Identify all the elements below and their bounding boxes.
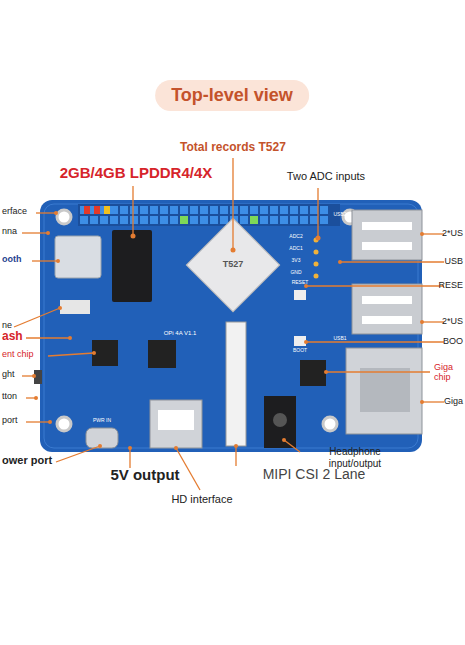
chip xyxy=(148,340,176,368)
connector xyxy=(60,300,90,314)
callout-label: ent chip xyxy=(2,349,34,359)
reset-button xyxy=(294,290,306,300)
usb-port xyxy=(352,210,422,260)
usb-port xyxy=(352,284,422,334)
callout-label: Giga xyxy=(444,396,463,406)
silkscreen-label: 3V3 xyxy=(292,258,301,264)
silkscreen-label: ADC1 xyxy=(289,246,302,252)
silkscreen-label: PWR IN xyxy=(93,418,111,424)
ethernet-port xyxy=(346,348,422,434)
usbc-port xyxy=(86,428,118,448)
callout-label: 2*US xyxy=(442,316,463,326)
gpio-header xyxy=(78,204,340,226)
callout-label: ght xyxy=(2,369,15,379)
callout-label: MIPI CSI 2 Lane xyxy=(263,466,366,482)
csi-connector xyxy=(226,322,246,446)
silkscreen-label: OPi 4A V1.1 xyxy=(164,330,197,337)
callout-label: 2*US xyxy=(442,228,463,238)
callout-label: USB xyxy=(444,256,463,266)
pcb xyxy=(40,200,422,452)
callout-label: tton xyxy=(2,391,17,401)
callout-label: HD interface xyxy=(171,493,232,506)
leader-lines xyxy=(14,158,444,490)
adc-header xyxy=(314,238,319,279)
callout-label: Giga chip xyxy=(434,362,462,383)
callout-label: ash xyxy=(2,330,23,344)
silkscreen-label: BOOT xyxy=(293,348,307,354)
callout-label: ooth xyxy=(2,254,22,264)
callout-label: BOO xyxy=(443,336,463,346)
callout-label: 2GB/4GB LPDDR4/4X xyxy=(60,164,213,181)
title: Top-level view xyxy=(155,80,309,111)
callout-label: port xyxy=(2,415,18,425)
ethernet-chip xyxy=(300,360,326,386)
callout-label: nna xyxy=(2,226,17,236)
wifi-module xyxy=(55,236,101,278)
callout-label: ower port xyxy=(2,454,52,467)
silkscreen-label: T527 xyxy=(223,259,244,269)
callout-label: RESE xyxy=(438,280,463,290)
silkscreen-label: USB2 xyxy=(333,212,346,218)
callout-label: erface xyxy=(2,206,27,216)
callout-label: Two ADC inputs xyxy=(287,170,365,183)
hdmi-port xyxy=(150,400,202,448)
callout-label: Total records T527 xyxy=(180,141,286,155)
silkscreen-label: ADC2 xyxy=(289,234,302,240)
mounting-holes xyxy=(57,210,357,431)
callout-label: Headphone input/output xyxy=(309,446,401,469)
ram-chip xyxy=(112,230,152,302)
power-chip xyxy=(92,340,118,366)
callout-label: 5V output xyxy=(110,466,179,483)
silkscreen-label: USB1 xyxy=(333,336,346,342)
callout-label: ne xyxy=(2,320,12,330)
boot-button xyxy=(294,336,306,346)
audio-jack xyxy=(264,396,296,448)
silkscreen-label: RESET xyxy=(292,280,309,286)
silkscreen-label: GND xyxy=(290,270,301,276)
